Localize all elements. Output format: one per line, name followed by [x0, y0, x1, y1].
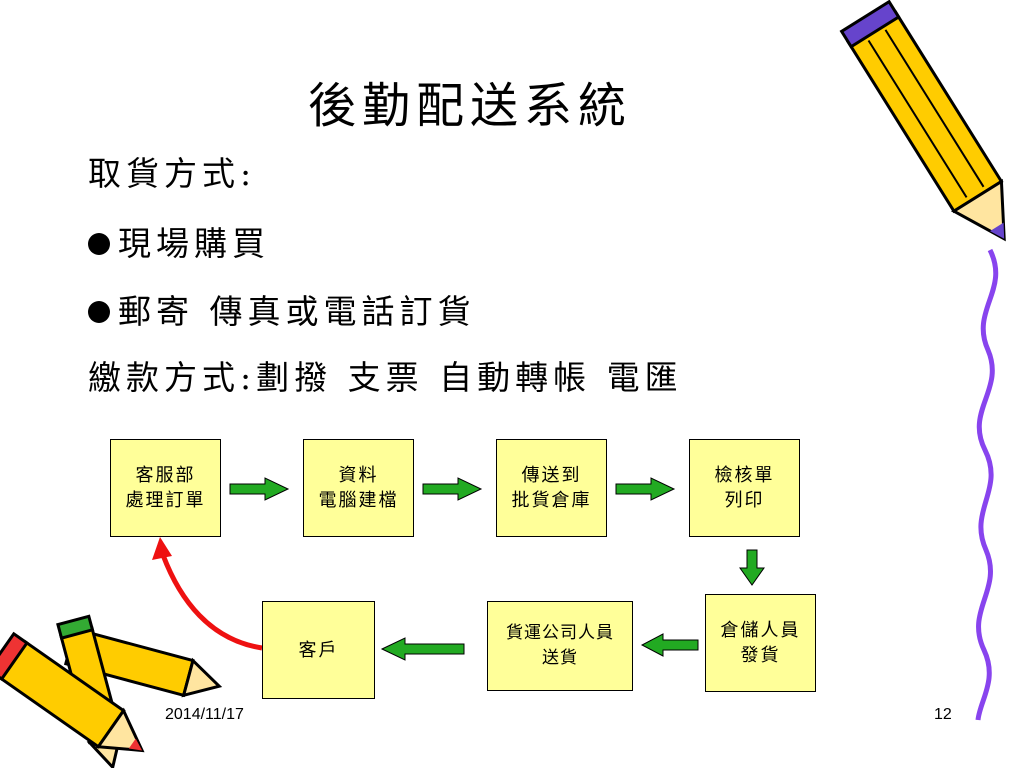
box-label: 送貨 [542, 648, 578, 668]
box-label: 客戶 [298, 639, 339, 661]
bullet-item: 現場購買 [88, 222, 270, 266]
box-label: 檢核單 [714, 465, 775, 486]
flow-box-customer-service: 客服部處理訂單 [110, 439, 221, 537]
slide-title: 後勤配送系統 [307, 78, 632, 134]
flow-box-customer: 客戶 [262, 601, 375, 699]
flow-box-checklist-print: 檢核單列印 [689, 439, 800, 537]
decorative-squiggle-line [975, 248, 999, 721]
pencil-icon [0, 631, 145, 753]
flow-box-warehouse-transfer: 傳送到批貨倉庫 [496, 439, 607, 537]
box-label: 資料 [338, 465, 379, 486]
bullet-text: 郵寄 傳真或電話訂貨 [118, 292, 476, 331]
flow-box-delivery: 貨運公司人員送貨 [487, 601, 633, 691]
box-label: 貨運公司人員 [506, 623, 614, 643]
pickup-methods-heading: 取貨方式: [88, 154, 257, 193]
flow-box-warehouse-dispatch: 倉儲人員發貨 [705, 594, 816, 692]
box-label: 處理訂單 [125, 490, 206, 511]
box-label: 倉儲人員 [720, 620, 801, 641]
return-arrow [160, 554, 263, 651]
return-arrow-head [152, 537, 172, 560]
flow-arrow-right [615, 477, 676, 501]
box-label: 客服部 [135, 465, 196, 486]
box-label: 傳送到 [521, 465, 582, 486]
flow-arrow-right [229, 477, 290, 501]
bullet-text: 現場購買 [118, 224, 270, 263]
flow-box-data-entry: 資料電腦建檔 [303, 439, 414, 537]
flow-arrow-down [739, 549, 765, 586]
bullet-item: 郵寄 傳真或電話訂貨 [88, 290, 476, 334]
box-label: 發貨 [740, 645, 781, 666]
pencil-icon [839, 0, 1006, 242]
bullet-icon [88, 233, 110, 255]
payment-methods-line: 繳款方式:劃撥 支票 自動轉帳 電匯 [88, 358, 683, 397]
footer-date: 2014/11/17 [165, 706, 244, 723]
bullet-icon [88, 301, 110, 323]
footer-page-number: 12 [934, 706, 952, 723]
flow-arrow-left [640, 633, 699, 657]
flow-arrow-left [380, 637, 465, 661]
flow-arrow-right [422, 477, 483, 501]
box-label: 列印 [724, 490, 765, 511]
box-label: 電腦建檔 [318, 490, 399, 511]
box-label: 批貨倉庫 [511, 490, 592, 511]
